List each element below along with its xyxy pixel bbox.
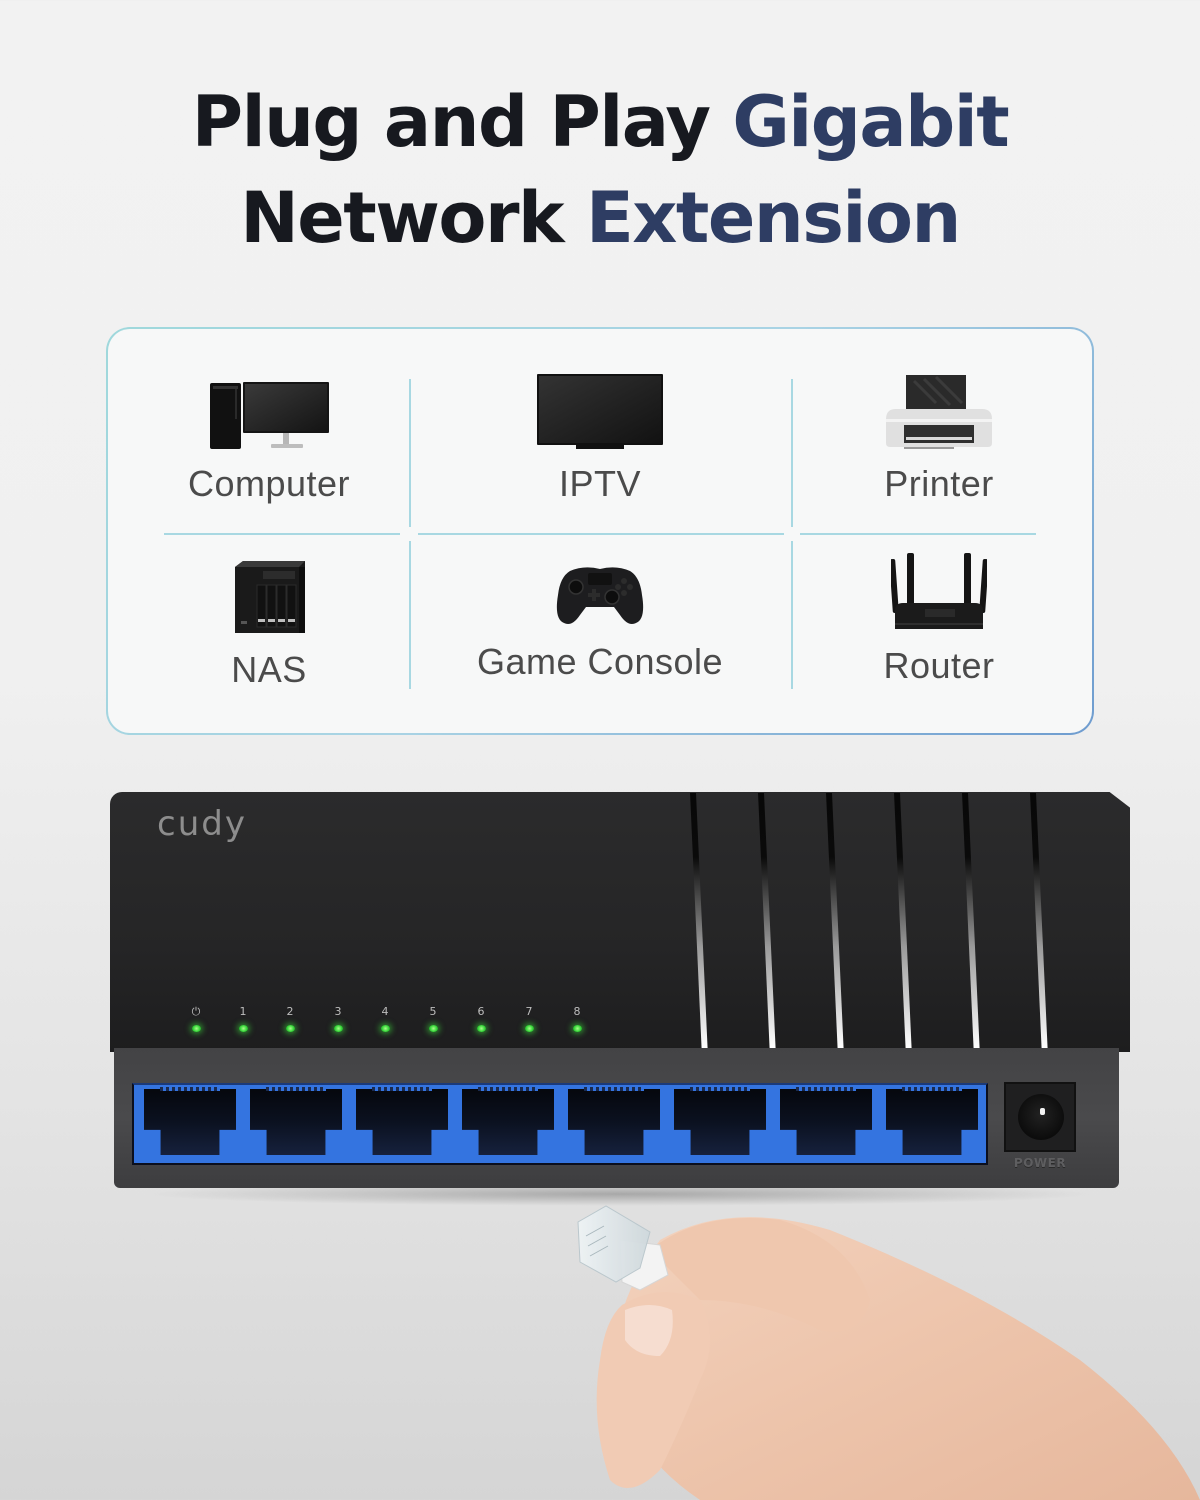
headline-navy-text-2: Extension	[585, 177, 961, 259]
led-label: 6	[477, 1005, 485, 1018]
port-pins	[902, 1087, 962, 1091]
port-pins	[160, 1087, 220, 1091]
led-indicator	[476, 1025, 486, 1032]
game-controller-icon	[500, 535, 700, 627]
headline: Plug and Play Gigabit Network Extension	[0, 74, 1200, 266]
led-label: 7	[525, 1005, 533, 1018]
port-led-4: 4	[375, 1005, 395, 1032]
status-led-row: ⏻ 1 2 3 4 5 6 7 8	[170, 1005, 610, 1035]
headline-dark-text-2: Network	[240, 177, 564, 259]
device-router: Router	[779, 535, 1099, 725]
column-divider	[409, 541, 411, 689]
port-pins	[796, 1087, 856, 1091]
led-indicator	[285, 1025, 295, 1032]
led-label: 4	[381, 1005, 389, 1018]
port-pins	[478, 1087, 538, 1091]
port-pins	[584, 1087, 644, 1091]
port-led-2: 2	[280, 1005, 300, 1032]
led-label: 5	[429, 1005, 437, 1018]
wifi-router-icon	[839, 535, 1039, 631]
led-indicator	[238, 1025, 248, 1032]
desktop-computer-icon	[169, 349, 369, 449]
led-indicator	[380, 1025, 390, 1032]
led-label: 1	[239, 1005, 247, 1018]
television-icon	[500, 349, 700, 449]
switch-top-panel	[110, 792, 1130, 1052]
printer-icon	[839, 349, 1039, 449]
headline-navy-text-1: Gigabit	[732, 81, 1009, 163]
device-label: Game Console	[476, 641, 724, 682]
led-indicator	[333, 1025, 343, 1032]
device-game-console: Game Console	[440, 535, 760, 725]
port-led-5: 5	[423, 1005, 443, 1032]
row-divider	[164, 533, 400, 535]
device-label: NAS	[231, 649, 307, 690]
nas-storage-icon	[169, 535, 369, 635]
brand-logo: cudy	[157, 804, 247, 844]
led-label: 3	[334, 1005, 342, 1018]
port-led-6: 6	[471, 1005, 491, 1032]
power-jack-hole	[1018, 1094, 1064, 1140]
power-jack-pin	[1040, 1108, 1045, 1115]
compatible-devices-card: Computer IPTV	[106, 327, 1094, 735]
device-nas: NAS	[109, 535, 429, 725]
device-iptv: IPTV	[440, 349, 760, 539]
port-led-7: 7	[519, 1005, 539, 1032]
device-label: IPTV	[558, 463, 641, 504]
column-divider	[791, 541, 793, 689]
column-divider	[791, 379, 793, 527]
row-divider	[800, 533, 1036, 535]
device-printer: Printer	[779, 349, 1099, 539]
power-jack[interactable]	[1004, 1082, 1076, 1152]
led-label: 8	[573, 1005, 581, 1018]
port-pins	[372, 1087, 432, 1091]
device-label: Computer	[187, 463, 351, 504]
port-pins	[690, 1087, 750, 1091]
port-led-3: 3	[328, 1005, 348, 1032]
led-indicator	[572, 1025, 582, 1032]
headline-line-2: Network Extension	[0, 170, 1200, 266]
card-body: Computer IPTV	[108, 329, 1092, 733]
column-divider	[409, 379, 411, 527]
power-icon: ⏻	[191, 1005, 201, 1018]
headline-line-1: Plug and Play Gigabit	[0, 74, 1200, 170]
led-indicator	[524, 1025, 534, 1032]
port-led-8: 8	[567, 1005, 587, 1032]
device-label: Printer	[884, 463, 994, 504]
power-led: ⏻	[186, 1005, 206, 1032]
led-indicator	[428, 1025, 438, 1032]
port-pins	[266, 1087, 326, 1091]
led-label: 2	[286, 1005, 294, 1018]
ethernet-port-block	[132, 1083, 988, 1165]
row-divider	[418, 533, 784, 535]
headline-dark-text-1: Plug and Play	[191, 81, 711, 163]
device-computer: Computer	[109, 349, 429, 539]
port-led-1: 1	[233, 1005, 253, 1032]
led-indicator	[191, 1025, 201, 1032]
device-label: Router	[883, 645, 995, 686]
power-label: POWER	[1013, 1156, 1067, 1170]
